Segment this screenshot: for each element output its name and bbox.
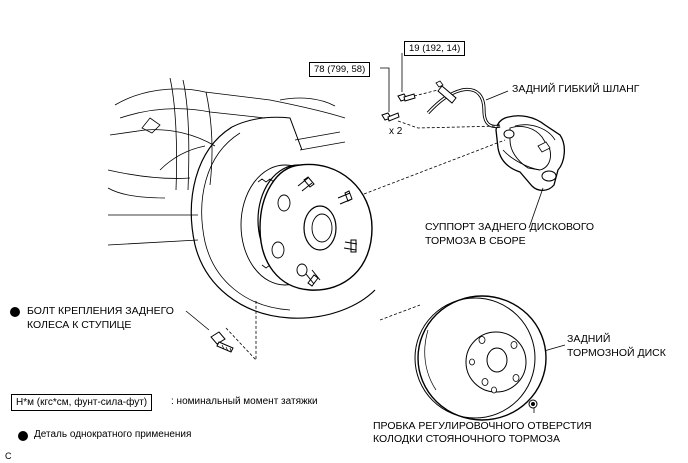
hub-bolt-part xyxy=(210,331,234,353)
corner-mark: C xyxy=(5,451,12,461)
legend-single-use-mark xyxy=(18,431,28,441)
plug-label-line1: ПРОБКА РЕГУЛИРОВОЧНОГО ОТВЕРСТИЯ xyxy=(373,420,592,432)
torque-lower-box: 78 (799, 58) xyxy=(309,62,371,77)
flexible-hose xyxy=(426,80,501,129)
quantity-label: x 2 xyxy=(389,126,403,137)
disc-label-line1: ЗАДНИЙ xyxy=(567,333,611,345)
hub-bolts xyxy=(297,176,358,287)
caliper-assembly xyxy=(495,115,565,192)
rear-brake-disc xyxy=(414,295,547,421)
leader-lines xyxy=(185,53,566,413)
dust-shield xyxy=(190,116,376,319)
legend-unit-description: : номинальный момент затяжки xyxy=(171,396,318,407)
hole-plug xyxy=(528,399,538,409)
bolt-label-line1: БОЛТ КРЕПЛЕНИЯ ЗАДНЕГО xyxy=(27,305,174,317)
suspension-lines xyxy=(107,77,346,246)
legend-single-use-text: Деталь однократного применения xyxy=(34,429,192,440)
caliper-bolts xyxy=(381,93,416,122)
plug-label-line2: КОЛОДКИ СТОЯНОЧНОГО ТОРМОЗА xyxy=(373,433,560,445)
caliper-label-line2: ТОРМОЗА В СБОРЕ xyxy=(425,235,526,247)
bolt-label-line2: КОЛЕСА К СТУПИЦЕ xyxy=(27,319,132,331)
torque-upper-box: 19 (192, 14) xyxy=(404,41,466,56)
assembly-dash-lines xyxy=(225,89,506,362)
legend-unit-box: Н*м (кгс*см, фунт-сила-фут) xyxy=(11,394,153,411)
single-use-mark xyxy=(10,307,20,317)
caliper-label-line1: СУППОРТ ЗАДНЕГО ДИСКОВОГО xyxy=(425,221,595,233)
hose-label: ЗАДНИЙ ГИБКИЙ ШЛАНГ xyxy=(512,83,640,95)
disc-label-line2: ТОРМОЗНОЙ ДИСК xyxy=(567,347,666,359)
